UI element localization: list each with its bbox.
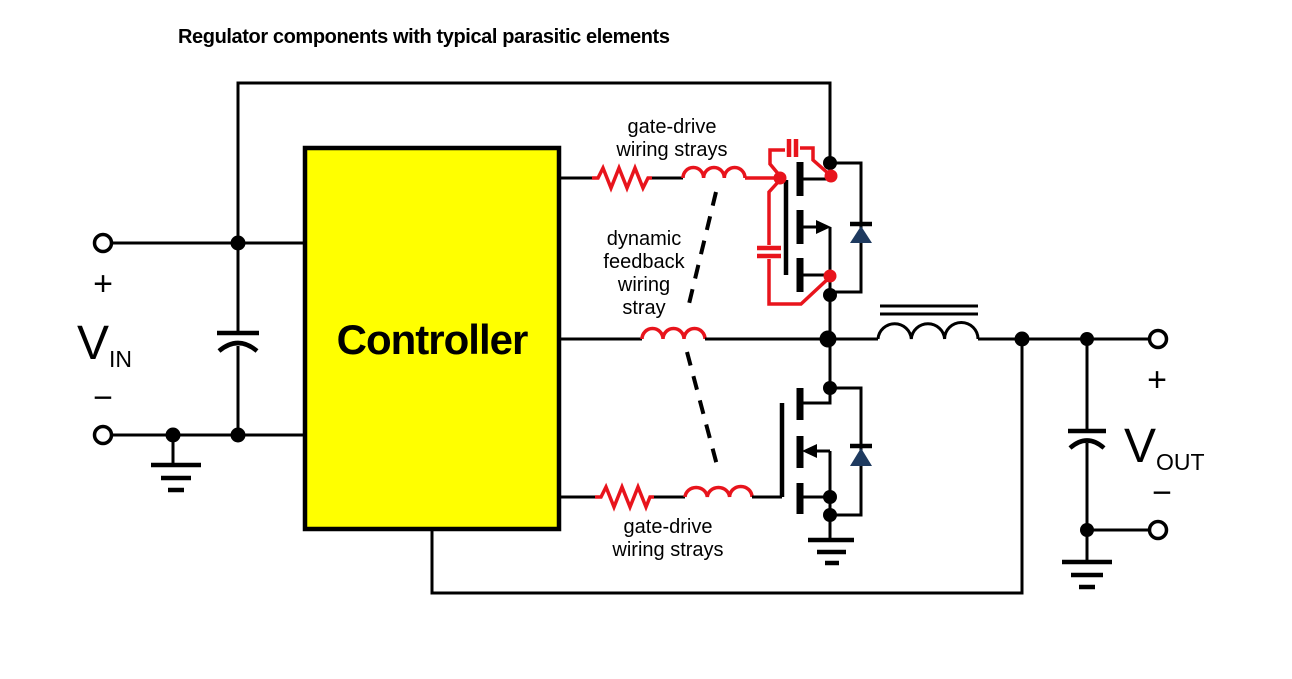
feedback-line: dynamic feedback wiring stray	[557, 228, 828, 341]
high-side-gate-drive: gate-drive wiring strays	[557, 116, 777, 193]
output-stage: + V OUT −	[819, 304, 1205, 590]
gate-node-red-dot	[773, 171, 787, 185]
feedback-stray-label: wiring	[617, 274, 670, 296]
feedback-stray-label: feedback	[603, 251, 685, 273]
stray-inductor-bottom	[683, 484, 754, 498]
diode-triangle	[850, 448, 872, 466]
gate-drain-parasitic-cap	[768, 139, 832, 178]
low-side-mosfet	[779, 388, 832, 539]
diagram-title: Regulator components with typical parasi…	[178, 26, 670, 48]
feedback-stray-label: stray	[622, 297, 665, 319]
low-side-gate-drive: gate-drive wiring strays	[557, 482, 782, 561]
vin-negative-terminal	[92, 424, 114, 446]
top-rail-wire	[236, 81, 832, 243]
junction-dot	[165, 427, 181, 443]
vout-label: V	[1124, 420, 1156, 473]
vin-minus-sign: −	[93, 379, 113, 417]
controller-block: Controller	[302, 145, 562, 532]
vout-plus-sign: +	[1147, 361, 1167, 399]
coupling-dashed-line-upper	[686, 191, 718, 309]
high-side-mosfet	[780, 162, 832, 388]
vout-positive-terminal	[1147, 328, 1169, 350]
diode-triangle	[850, 226, 872, 243]
feedback-stray-label: dynamic	[607, 228, 681, 250]
vout-subscript: OUT	[1156, 449, 1205, 475]
vout-minus-sign: −	[1152, 474, 1172, 512]
gate-drive-strays-label-top: wiring strays	[615, 139, 727, 161]
body-arrow	[816, 220, 831, 234]
junction-dot	[823, 288, 837, 302]
coupling-dashed-line-lower	[685, 351, 720, 470]
vin-subscript: IN	[109, 346, 132, 372]
vout-negative-terminal	[1147, 519, 1169, 541]
vin-plus-sign: +	[93, 265, 113, 303]
body-arrow	[802, 444, 817, 458]
low-side-body-diode	[830, 386, 872, 517]
input-ground-symbol	[151, 435, 201, 493]
output-ground-symbol	[1062, 530, 1112, 590]
junction-dot	[230, 427, 246, 443]
gate-drive-strays-label-bottom: wiring strays	[611, 539, 723, 561]
gate-drive-strays-label-top: gate-drive	[628, 116, 717, 138]
junction-dot	[823, 490, 837, 504]
input-section: + V IN −	[77, 81, 832, 493]
output-capacitor	[1068, 339, 1106, 530]
vin-label: V	[77, 317, 109, 370]
input-capacitor	[217, 243, 259, 435]
feedback-return-wire	[430, 339, 1024, 595]
source-node-red-dot	[823, 269, 837, 283]
high-side-body-diode	[830, 161, 872, 294]
stray-resistor-bottom	[595, 482, 654, 512]
stray-resistor-top	[592, 163, 652, 193]
feedback-stray-inductor	[640, 326, 707, 340]
junction-dot	[823, 381, 837, 395]
drain-node-red-dot	[824, 169, 838, 183]
junction-dot	[823, 508, 837, 522]
output-inductor	[876, 304, 980, 340]
low-side-ground-symbol	[808, 537, 854, 566]
controller-label: Controller	[337, 316, 528, 363]
gate-source-parasitic-cap	[757, 179, 832, 306]
vin-positive-terminal	[92, 232, 114, 254]
junction-dot	[823, 156, 837, 170]
junction-dot	[230, 235, 246, 251]
stray-inductor-top	[681, 165, 747, 179]
gate-drive-strays-label-bottom: gate-drive	[624, 516, 713, 538]
